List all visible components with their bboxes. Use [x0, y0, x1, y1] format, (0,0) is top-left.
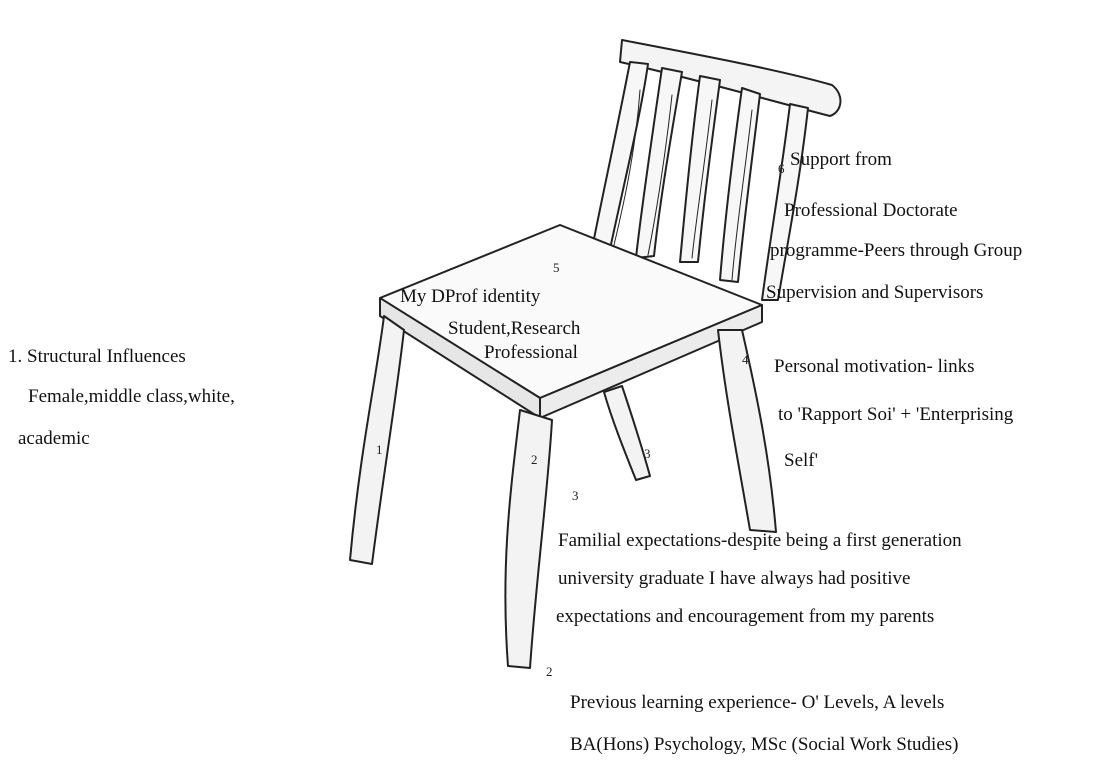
support-line4: Supervision and Supervisors — [766, 282, 983, 304]
chair-leg-3 — [604, 386, 650, 480]
support-line3: programme-Peers through Group — [770, 240, 1022, 262]
leg1-number: 1 — [376, 442, 383, 458]
structural-heading: 1. Structural Influences — [8, 346, 186, 368]
identity-title: My DProf identity — [400, 286, 540, 308]
chair-back-spindle — [720, 88, 760, 282]
support-line1: Support from — [790, 149, 892, 171]
support-number: 6 — [778, 161, 785, 177]
structural-influences-label: 1. Structural Influences — [8, 346, 186, 368]
motivation-line2: to 'Rapport Soi' + 'Enterprising — [778, 404, 1013, 426]
leg3-back-number: 3 — [644, 446, 651, 462]
chair-back-spindle — [680, 76, 720, 262]
identity-line2: Student,Research — [448, 318, 580, 340]
familial-line1: Familial expectations-despite being a fi… — [558, 530, 962, 552]
support-line2: Professional Doctorate — [784, 200, 958, 222]
structural-detail-line2: academic — [18, 428, 90, 450]
structural-detail-line1: Female,middle class,white, — [28, 386, 235, 408]
leg2-top-number: 2 — [531, 452, 538, 468]
chair-top-rail — [620, 40, 840, 116]
leg3-front-number: 3 — [572, 488, 579, 504]
learning-line1: Previous learning experience- O' Levels,… — [570, 692, 944, 714]
identity-line3: Professional — [484, 342, 578, 364]
chair-leg-2 — [505, 410, 552, 668]
chair-leg-1 — [350, 316, 404, 564]
motivation-line1: Personal motivation- links — [774, 356, 975, 378]
motivation-line3: Self' — [784, 450, 818, 472]
identity-number: 5 — [553, 260, 560, 276]
chair-seat — [380, 225, 762, 398]
familial-line2: university graduate I have always had po… — [558, 568, 910, 590]
familial-line3: expectations and encouragement from my p… — [556, 606, 934, 628]
motivation-number: 4 — [742, 352, 749, 368]
leg2-bottom-number: 2 — [546, 664, 553, 680]
learning-line2: BA(Hons) Psychology, MSc (Social Work St… — [570, 734, 959, 756]
